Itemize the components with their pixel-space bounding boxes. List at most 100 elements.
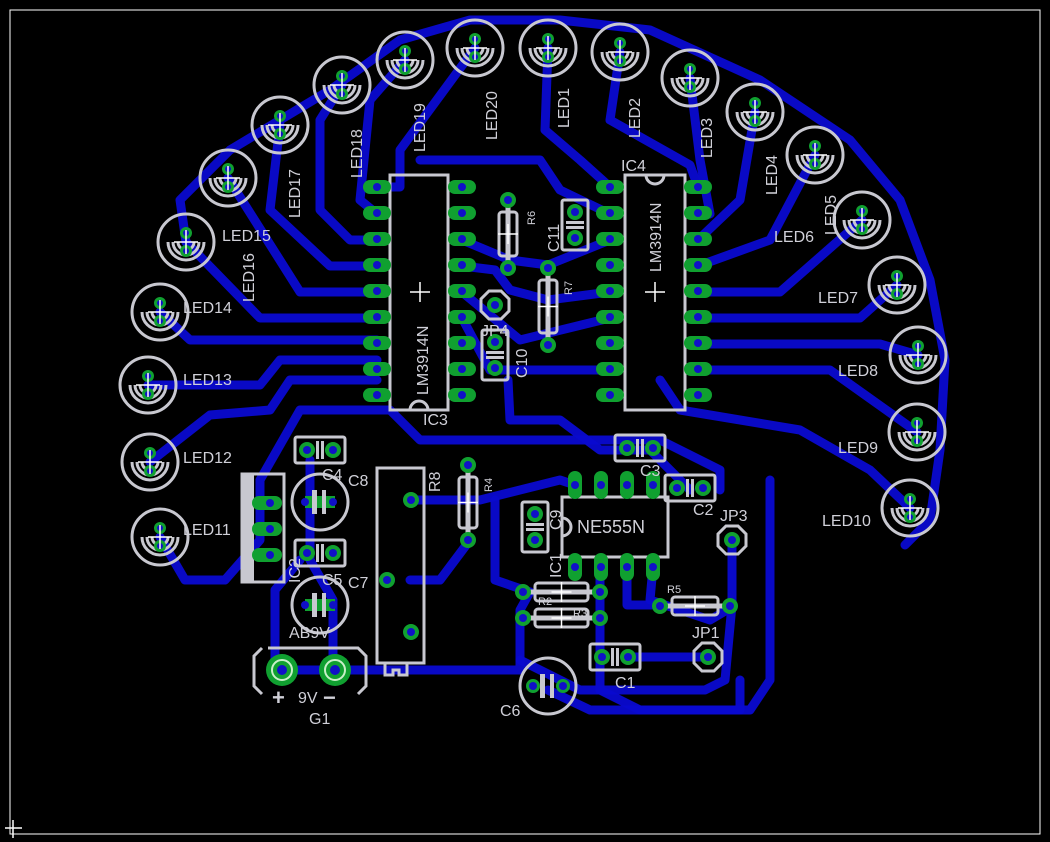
regulator-label: IC2 (287, 558, 304, 583)
ab9v-label: AB9V (289, 625, 330, 642)
capacitor-c3[interactable] (613, 433, 667, 463)
led-led4[interactable] (725, 82, 785, 142)
led-label: LED10 (822, 513, 871, 530)
led-label: LED1 (556, 88, 573, 128)
board-outline (9, 9, 1041, 835)
led-led11[interactable] (130, 507, 190, 567)
r8-footprint[interactable] (375, 466, 426, 677)
cap-c8[interactable] (290, 472, 350, 532)
led-label: LED7 (818, 290, 858, 307)
led-label: LED2 (627, 98, 644, 138)
c3-label: C3 (640, 463, 661, 480)
r2-label: R2 (538, 596, 552, 608)
r7-label: R7 (563, 281, 575, 295)
led-led19[interactable] (375, 30, 435, 90)
led-led17[interactable] (250, 95, 310, 155)
led-label: LED16 (241, 253, 258, 302)
led-label: LED9 (838, 440, 878, 457)
capacitor-c9[interactable] (520, 500, 550, 554)
led-label: LED18 (349, 129, 366, 178)
led-led14[interactable] (130, 282, 190, 342)
capacitor-c11[interactable] (560, 198, 590, 252)
led-label: LED4 (764, 155, 781, 195)
capacitor-c10[interactable] (480, 328, 510, 382)
resistor-r6[interactable] (497, 200, 519, 268)
c7-label: C7 (348, 575, 369, 592)
c8-label: C8 (348, 473, 369, 490)
led-label: LED11 (183, 522, 231, 539)
c2-label: C2 (693, 502, 714, 519)
capacitor-c2[interactable] (663, 473, 717, 503)
ne555-value-label: NE555N (577, 517, 645, 537)
plus-marker: + (272, 685, 285, 710)
led-label: LED8 (838, 363, 878, 380)
traces (143, 15, 950, 715)
jp4-label: JP4 (481, 323, 509, 340)
resistor-r3[interactable] (523, 607, 600, 629)
ic3-footprint[interactable] (363, 173, 476, 412)
r4-label: R4 (483, 478, 495, 492)
ic3-name-label: IC3 (423, 412, 448, 429)
led-label: LED5 (823, 195, 840, 235)
led-led10[interactable] (880, 478, 940, 538)
capacitor-c1[interactable] (588, 642, 642, 672)
capacitor-c5[interactable] (293, 538, 347, 568)
led-led18[interactable] (312, 55, 372, 115)
led-led20[interactable] (445, 18, 505, 78)
minus-marker: − (323, 685, 336, 710)
ic3-value-label: LM3914N (415, 326, 432, 395)
voltage-regulator-footprint[interactable] (240, 472, 286, 584)
ic4-footprint[interactable] (596, 173, 712, 412)
led-led3[interactable] (660, 48, 720, 108)
resistor-r7[interactable] (537, 268, 559, 345)
led-label: LED12 (183, 450, 232, 467)
led-led9[interactable] (887, 402, 947, 462)
jp3-label: JP3 (720, 508, 748, 525)
capacitor-c4[interactable] (293, 435, 347, 465)
r3-label: R3 (573, 608, 587, 620)
led-label: LED15 (222, 228, 271, 245)
ne555-footprint[interactable] (560, 471, 670, 581)
led-label: LED13 (183, 372, 232, 389)
cap-c6[interactable] (518, 656, 578, 716)
led-label: LED3 (699, 118, 716, 158)
c10-label: C10 (514, 349, 531, 378)
led-led1[interactable] (518, 18, 578, 78)
ic4-name-label: IC4 (621, 158, 646, 175)
led-led8[interactable] (888, 325, 948, 385)
resistor-r5[interactable] (660, 595, 730, 617)
r5-label: R5 (667, 584, 681, 596)
led-label: LED6 (774, 229, 814, 246)
origin-cross-icon (5, 820, 22, 838)
led-led15[interactable] (156, 212, 216, 272)
jp1-label: JP1 (692, 625, 720, 642)
led-footprints (118, 18, 948, 567)
led-led16[interactable] (198, 148, 258, 208)
led-label: LED14 (183, 300, 232, 317)
led-led5[interactable] (785, 125, 845, 185)
c11-label: C11 (546, 224, 563, 252)
cap-ab9v[interactable] (290, 575, 350, 635)
led-led12[interactable] (120, 432, 180, 492)
r6-label: R6 (526, 211, 538, 225)
led-led13[interactable] (118, 355, 178, 415)
c9-label: C9 (548, 509, 565, 530)
led-led6[interactable] (832, 190, 892, 250)
led-led2[interactable] (590, 22, 650, 82)
c5-label: C5 (322, 572, 343, 589)
r8-label: R8 (427, 471, 444, 492)
resistor-r4[interactable] (457, 465, 479, 540)
ne555-name-label: IC1 (548, 553, 565, 578)
led-label: LED17 (287, 169, 304, 218)
led-label: LED19 (412, 103, 429, 152)
ic4-value-label: LM3914N (648, 203, 665, 272)
c4-label: C4 (322, 467, 343, 484)
g1-label: G1 (309, 711, 330, 728)
led-label: LED20 (484, 91, 501, 140)
battery-connector-g1[interactable] (252, 646, 368, 696)
resistor-r2[interactable] (523, 581, 600, 603)
g1-value-label: 9V (298, 690, 318, 707)
led-led7[interactable] (867, 255, 927, 315)
